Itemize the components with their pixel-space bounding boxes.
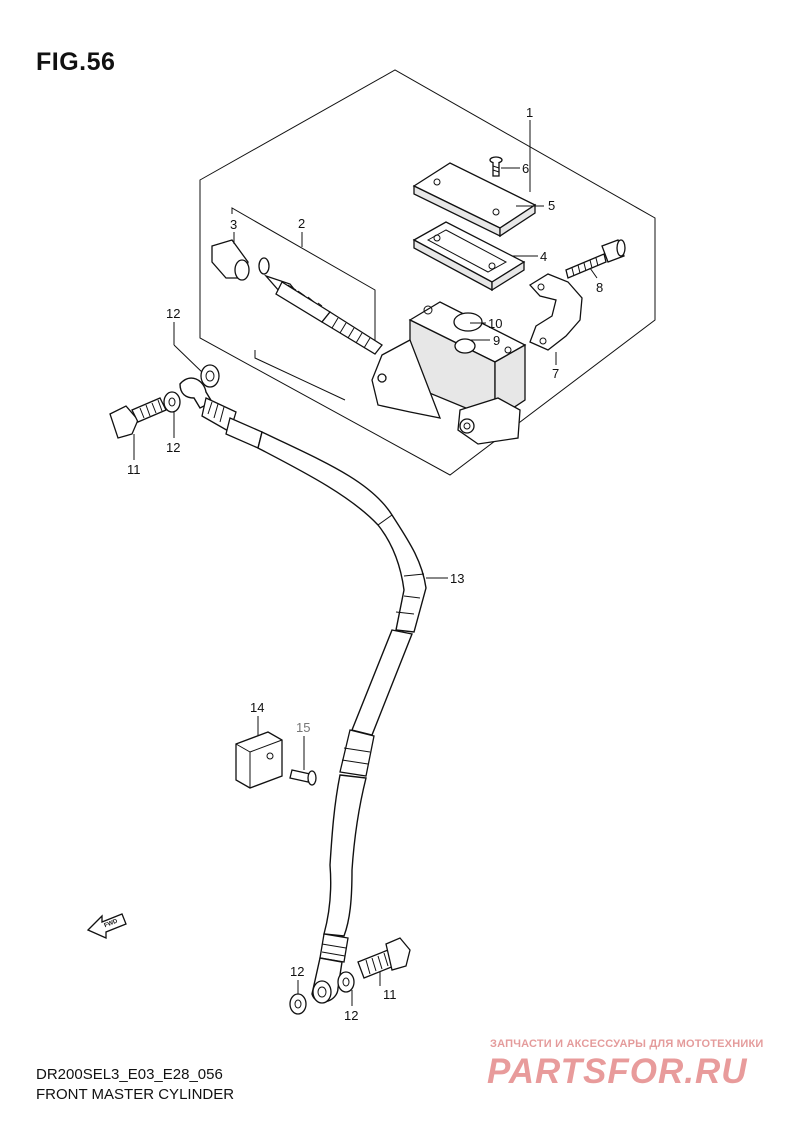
lower-washer-left — [289, 993, 307, 1015]
label-part-1: 1 — [526, 105, 533, 120]
label-part-15: 15 — [296, 720, 310, 735]
lower-banjo-bolt — [357, 937, 411, 979]
handlebar-clamp — [528, 273, 583, 351]
label-part-12-upper-b: 12 — [166, 440, 180, 455]
clamp-bolt — [565, 239, 626, 279]
label-part-11-upper: 11 — [127, 462, 141, 477]
label-part-7: 7 — [552, 366, 559, 381]
label-part-9: 9 — [493, 333, 500, 348]
label-part-6: 6 — [522, 161, 529, 176]
label-part-14: 14 — [250, 700, 264, 715]
reservoir-cap — [412, 162, 537, 238]
upper-washer-inner — [200, 364, 220, 388]
fwd-label: FWD — [104, 918, 120, 929]
figure-caption: FRONT MASTER CYLINDER — [36, 1086, 235, 1103]
leader-lines — [133, 120, 598, 1006]
fitting-bracket — [254, 350, 346, 401]
fwd-arrow-icon: FWD — [86, 913, 127, 940]
master-cylinder-body — [371, 301, 527, 445]
label-part-4: 4 — [540, 249, 547, 264]
assembly-boundary — [199, 69, 656, 476]
label-part-8: 8 — [596, 280, 603, 295]
label-part-10: 10 — [488, 316, 502, 331]
lower-washer-right — [337, 971, 355, 993]
piston-boot — [211, 239, 250, 281]
label-part-5: 5 — [548, 198, 555, 213]
cap-screw — [489, 156, 503, 177]
label-part-13: 13 — [450, 571, 464, 586]
model-code: DR200SEL3_E03_E28_056 — [36, 1066, 223, 1083]
piston-kit-bracket — [231, 207, 376, 345]
clamp-screw — [289, 769, 317, 786]
label-part-3: 3 — [230, 217, 237, 232]
upper-washer-outer — [163, 391, 181, 413]
piston-spring-assembly — [258, 257, 383, 355]
label-part-12-lower-b: 12 — [344, 1008, 358, 1023]
label-part-12-upper-a: 12 — [166, 306, 180, 321]
label-part-2: 2 — [298, 216, 305, 231]
upper-banjo-bolt — [109, 397, 167, 439]
watermark-site: PARTSFOR.RU — [487, 1052, 748, 1091]
label-part-11-lower: 11 — [383, 987, 397, 1002]
figure-title: FIG.56 — [36, 48, 116, 76]
hose-clamp — [235, 731, 283, 789]
diaphragm — [412, 221, 526, 292]
label-part-12-lower-a: 12 — [290, 964, 304, 979]
watermark-tagline: ЗАПЧАСТИ И АКСЕССУАРЫ ДЛЯ МОТОТЕХНИКИ — [490, 1038, 764, 1050]
part-labels: 1 2 3 4 5 6 7 8 9 10 11 11 12 12 12 12 1… — [127, 105, 603, 1023]
brake-hose — [179, 377, 427, 1004]
